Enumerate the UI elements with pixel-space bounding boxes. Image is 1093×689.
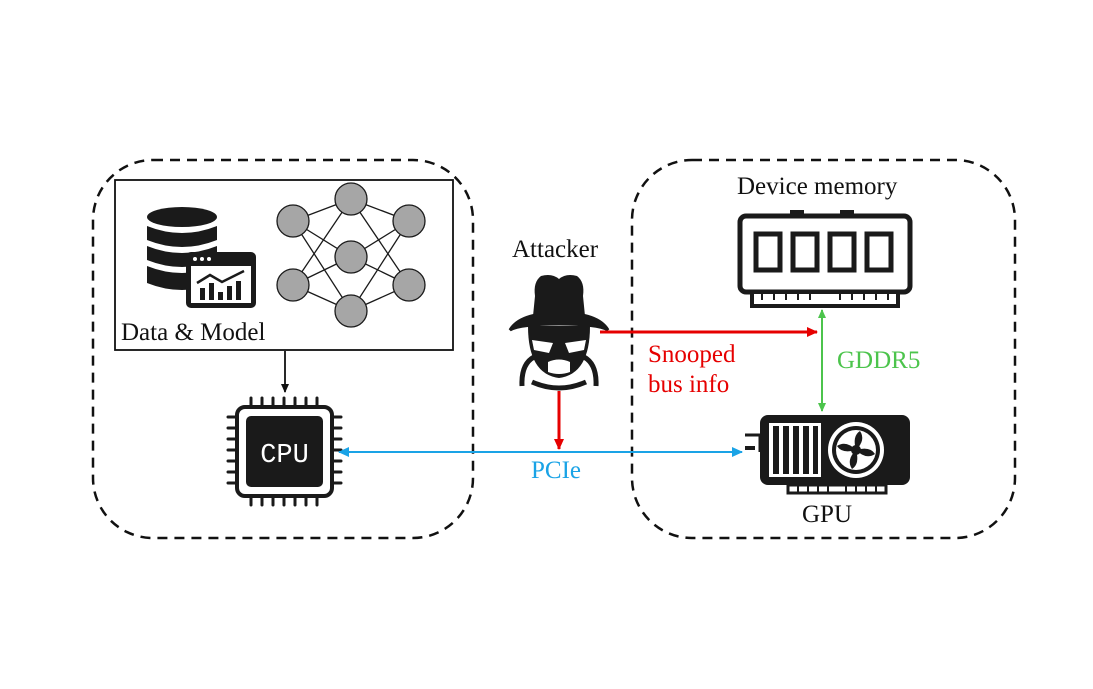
database-icon bbox=[147, 207, 256, 308]
snooped-bus-info-label-line2: bus info bbox=[648, 371, 730, 398]
neural-network-icon bbox=[276, 182, 426, 328]
pcie-label: PCIe bbox=[531, 457, 581, 484]
attacker-icon bbox=[508, 275, 610, 391]
device-memory-label: Device memory bbox=[737, 173, 898, 200]
snooped-bus-info-label-line1: Snooped bbox=[648, 341, 736, 368]
cpu-chip-label: CPU bbox=[260, 441, 309, 471]
gpu-label: GPU bbox=[802, 501, 853, 528]
cpu-icon: CPU bbox=[226, 396, 343, 507]
gddr5-label: GDDR5 bbox=[837, 347, 921, 374]
device-memory-icon bbox=[737, 210, 913, 308]
data-model-label: Data & Model bbox=[121, 319, 266, 346]
gpu-icon bbox=[745, 415, 910, 495]
device-boundary bbox=[630, 158, 1017, 540]
host-boundary bbox=[91, 158, 475, 540]
attacker-label: Attacker bbox=[512, 236, 599, 263]
